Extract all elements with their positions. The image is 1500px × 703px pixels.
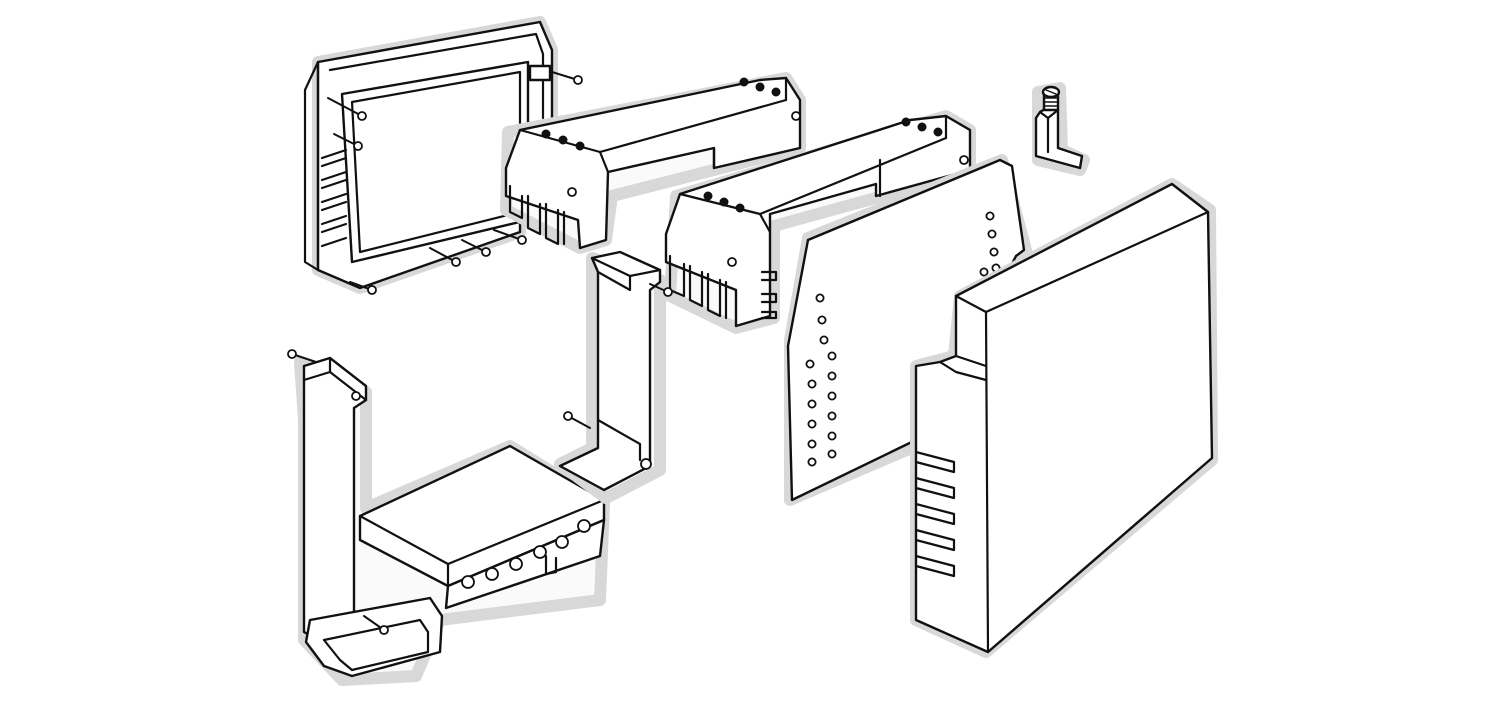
- clamp-screw: [1032, 82, 1090, 176]
- rear-frame: [303, 16, 583, 295]
- terminal-block-middle: [664, 110, 976, 334]
- front-cover: [910, 178, 1218, 658]
- connector-pillar: [554, 250, 673, 504]
- terminal-block-upper: [500, 72, 806, 254]
- circuit-board: [784, 154, 1032, 506]
- base-carrier: [287, 349, 610, 686]
